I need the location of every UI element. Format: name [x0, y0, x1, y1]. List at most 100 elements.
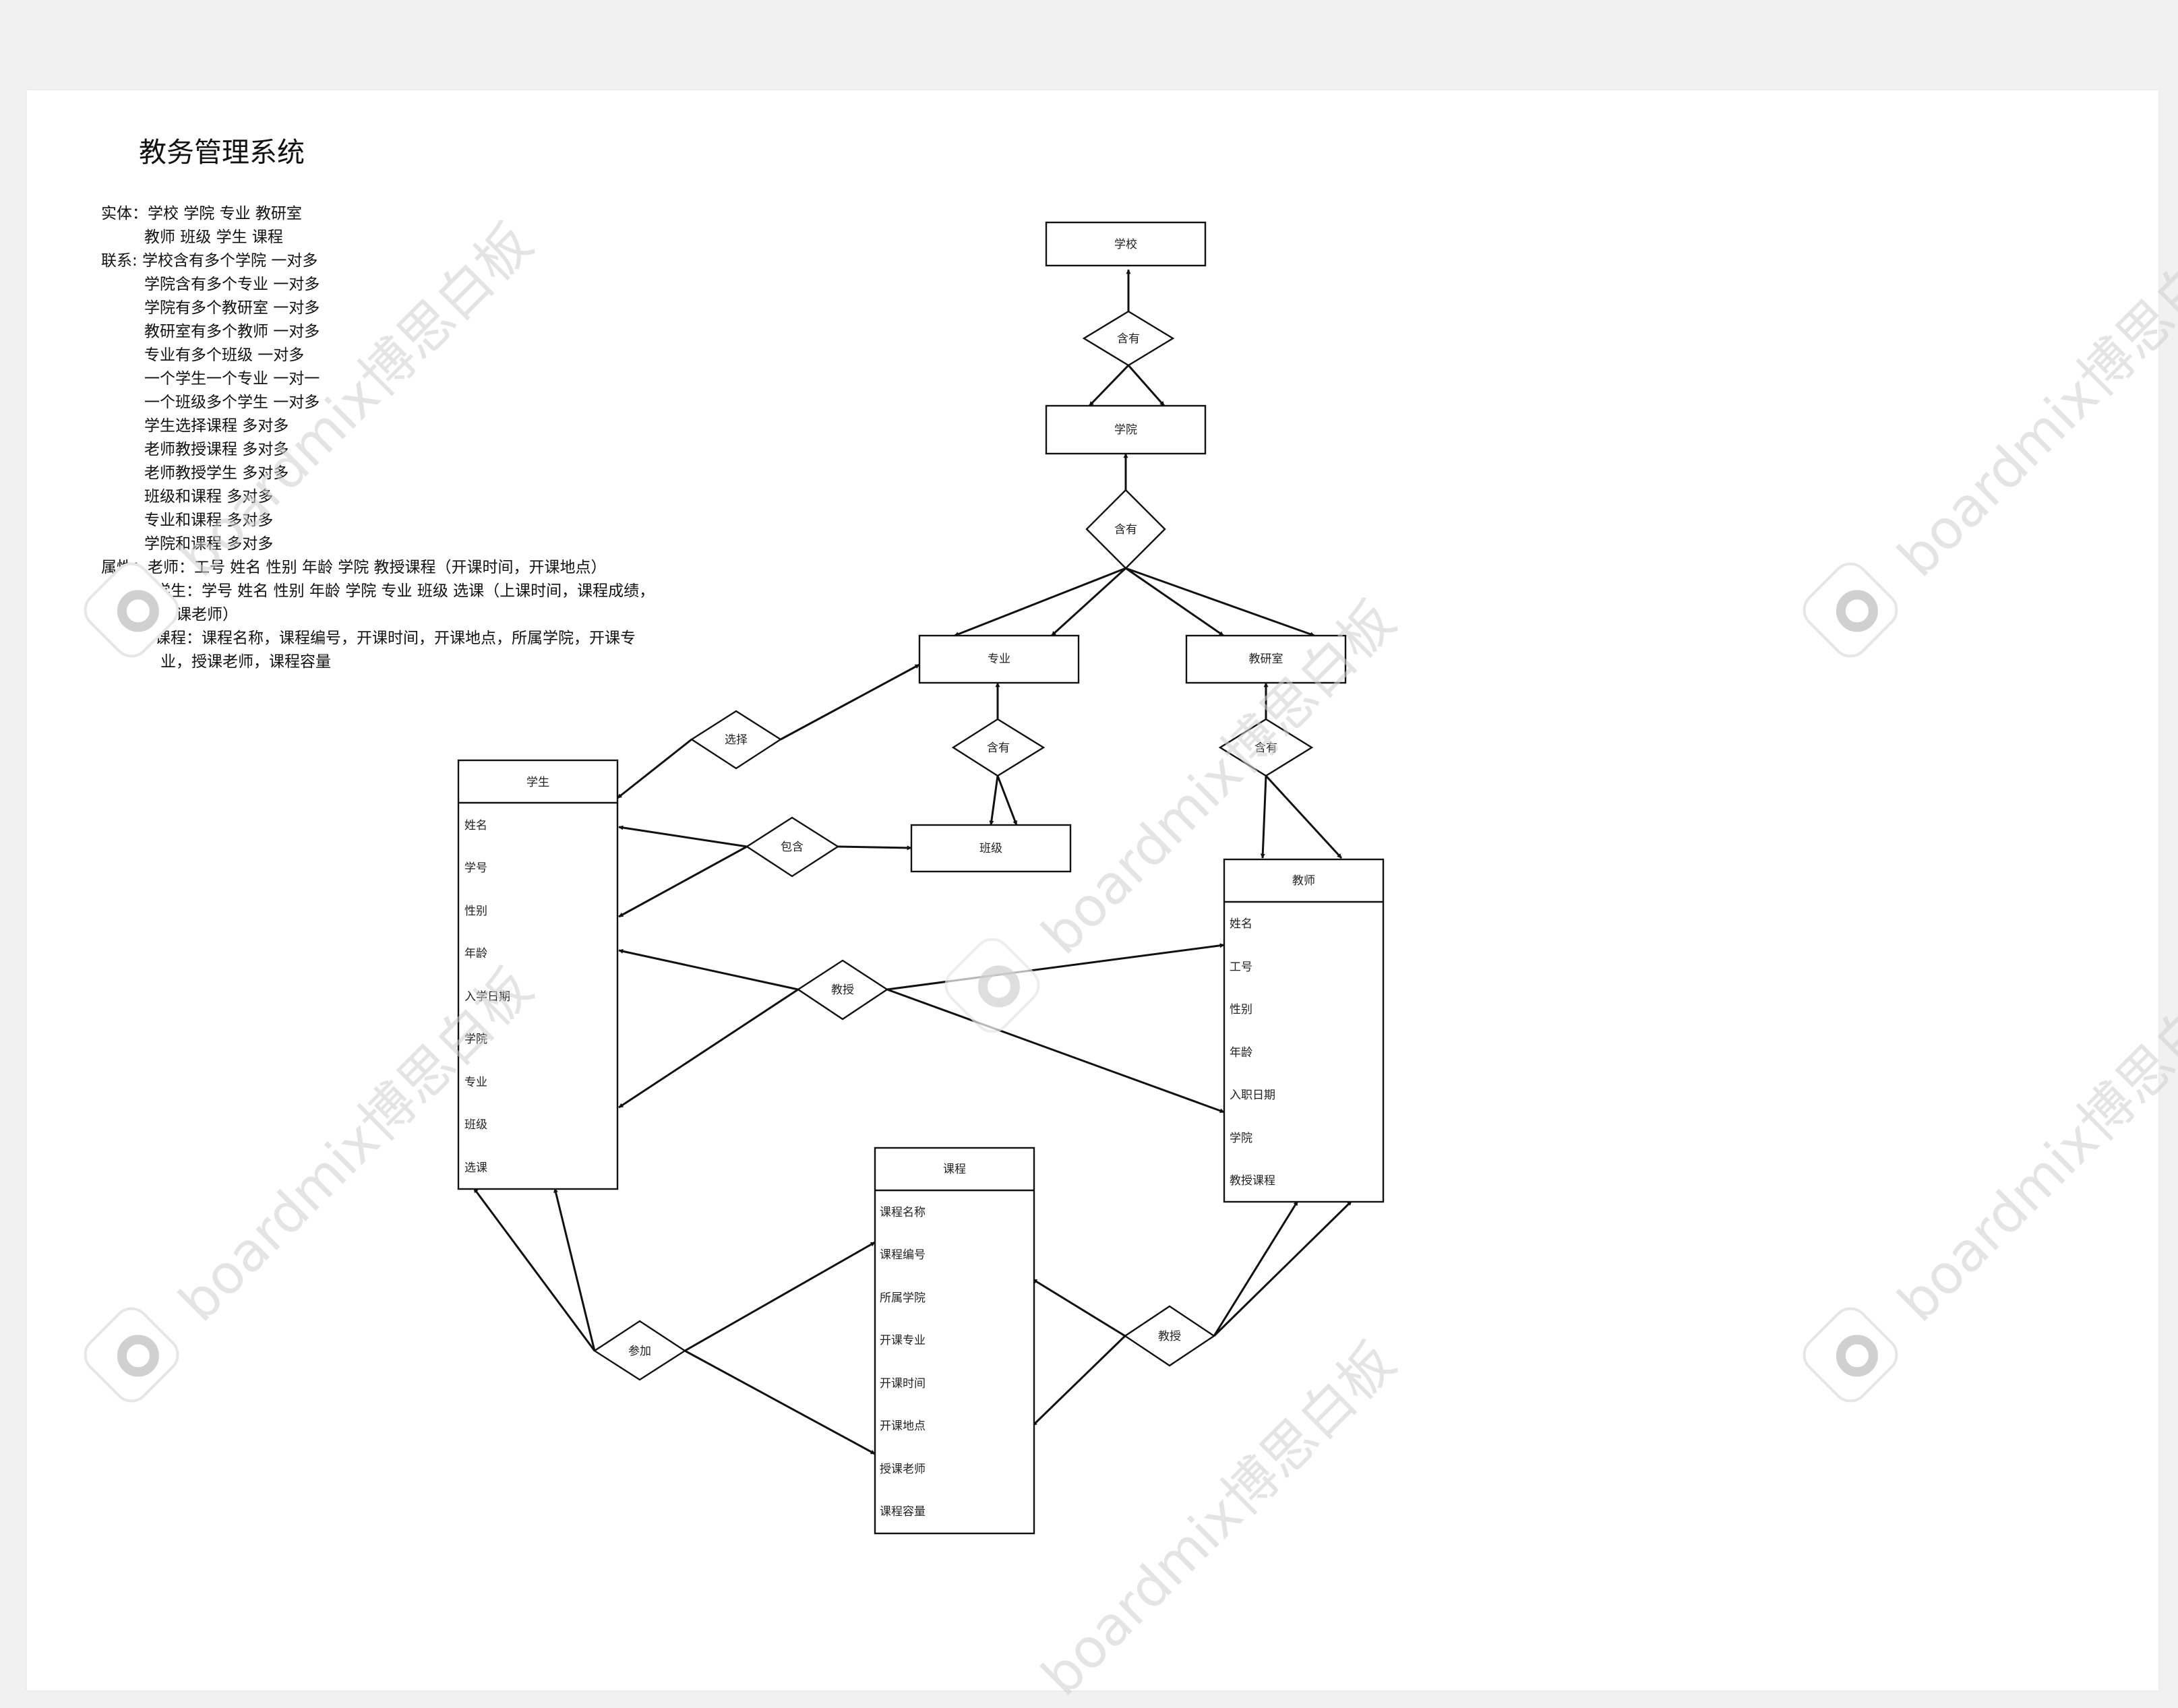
note-line: 联系: 学校含有多个学院 一对多 [101, 252, 318, 270]
note-line: 学院有多个教研室 一对多 [144, 299, 320, 317]
connector [684, 1349, 876, 1455]
entity-label: 学院 [1114, 423, 1137, 437]
watermark-text: boardmix博思白板 [1030, 1331, 1408, 1708]
attribute-label: 开课地点 [880, 1420, 926, 1433]
connector [886, 988, 1225, 1114]
attribute-label: 所属学院 [880, 1291, 926, 1305]
relation-teach-course[interactable]: 教授 [1123, 1305, 1216, 1367]
connector [473, 1188, 596, 1351]
relation-label: 参加 [628, 1345, 651, 1358]
relation-label: 含有 [1114, 523, 1137, 537]
watermark-text: boardmix博思白板 [1886, 212, 2178, 589]
connector [1088, 364, 1130, 407]
note-line: 教师 班级 学生 课程 [144, 228, 283, 246]
relation-label: 选择 [725, 733, 748, 747]
entity-label: 学校 [1114, 238, 1137, 251]
entity-label: 学生 [526, 776, 549, 789]
note-line: 老师教授学生 多对多 [144, 464, 289, 482]
attribute-label: 性别 [1230, 1003, 1252, 1016]
attribute-label: 入职日期 [1230, 1089, 1275, 1102]
entity-label: 教师 [1292, 874, 1315, 888]
relation-school-college[interactable]: 含有 [1082, 310, 1175, 367]
connector [780, 663, 920, 741]
connector [618, 948, 799, 991]
connector [837, 845, 912, 851]
connector [1032, 1278, 1126, 1337]
attribute-label: 开课专业 [880, 1334, 926, 1347]
watermark-logo [1803, 1307, 1898, 1403]
connectors [473, 269, 1353, 1455]
connector [1050, 567, 1127, 637]
entity-class[interactable]: 班级 [910, 824, 1072, 873]
relation-attend[interactable]: 参加 [593, 1320, 687, 1381]
note-line: 业，授课老师，课程容量 [160, 653, 331, 671]
entity-label: 教研室 [1249, 652, 1283, 666]
attribute-label: 姓名 [464, 819, 487, 832]
note-line: 学院和课程 多对多 [144, 535, 274, 553]
relation-contain[interactable]: 包含 [745, 816, 840, 878]
entity-course[interactable]: 课程 课程名称 课程编号 所属学院 开课专业 开课时间 开课地点 授课老师 课程… [874, 1147, 1035, 1535]
relation-label: 包含 [781, 841, 804, 854]
note-line: 课程：课程名称，课程编号，开课时间，开课地点，所属学院，开课专 [155, 630, 636, 647]
connector [618, 988, 799, 1109]
attribute-label: 授课老师 [880, 1463, 926, 1476]
connector [989, 775, 999, 826]
attribute-label: 开课时间 [880, 1377, 926, 1391]
attribute-label: 选课 [464, 1161, 487, 1175]
entity-student[interactable]: 学生 姓名 学号 性别 年龄 入学日期 学院 专业 班级 选课 [457, 759, 619, 1190]
watermark-logo [84, 562, 179, 658]
attribute-label: 教授课程 [1230, 1174, 1275, 1188]
attribute-label: 课程名称 [880, 1206, 926, 1219]
relation-select[interactable]: 选择 [690, 710, 783, 770]
connector [617, 738, 692, 799]
connector [553, 1188, 596, 1351]
relation-office-teacher[interactable]: 含有 [1218, 718, 1314, 777]
watermark-text: boardmix博思白板 [167, 212, 545, 589]
entity-college[interactable]: 学院 [1045, 404, 1207, 455]
relation-label: 含有 [1117, 332, 1140, 346]
attribute-label: 专业 [464, 1076, 487, 1089]
connector [1127, 365, 1166, 406]
watermark-text: boardmix博思白板 [1886, 956, 2178, 1334]
attribute-label: 课程容量 [880, 1505, 926, 1519]
entity-label: 专业 [988, 652, 1010, 666]
attribute-label: 班级 [464, 1118, 487, 1132]
attribute-label: 工号 [1230, 960, 1252, 974]
relation-college-children[interactable]: 含有 [1085, 489, 1166, 570]
connector [684, 1241, 876, 1352]
attribute-label: 姓名 [1230, 917, 1252, 931]
attribute-label: 性别 [464, 905, 487, 918]
attribute-label: 课程编号 [880, 1248, 926, 1262]
attribute-label: 学号 [464, 861, 487, 875]
connector [618, 845, 748, 918]
note-line: 学生：学号 姓名 性别 年龄 学院 专业 班级 选课（上课时间，课程成绩， [155, 582, 655, 600]
watermark-logo [944, 938, 1040, 1033]
entity-office[interactable]: 教研室 [1185, 634, 1347, 684]
entity-major[interactable]: 专业 [918, 634, 1080, 684]
note-line: 属性：老师：工号 姓名 性别 年龄 学院 教授课程（开课时间，开课地点） [101, 559, 607, 576]
connector [1213, 1200, 1299, 1337]
attribute-label: 年龄 [1230, 1046, 1252, 1060]
attribute-label: 学院 [1230, 1132, 1252, 1145]
relation-label: 教授 [831, 983, 854, 997]
connector [1265, 774, 1343, 859]
note-line: 教研室有多个教师 一对多 [144, 323, 320, 340]
note-line: 专业和课程 多对多 [144, 512, 274, 529]
attribute-label: 入学日期 [464, 990, 510, 1004]
entity-teacher[interactable]: 教师 姓名 工号 性别 年龄 入职日期 学院 教授课程 [1223, 858, 1385, 1203]
relation-teach-students[interactable]: 教授 [796, 959, 889, 1020]
connector [1213, 1200, 1353, 1337]
relation-label: 含有 [1254, 741, 1277, 755]
entity-school[interactable]: 学校 [1045, 221, 1207, 267]
note-line: 老师教授课程 多对多 [144, 441, 289, 458]
relation-label: 教授 [1158, 1330, 1181, 1343]
watermark-logo [1803, 562, 1898, 658]
attribute-label: 学院 [464, 1033, 487, 1046]
relation-major-class[interactable]: 含有 [951, 718, 1046, 777]
watermark-logo [84, 1307, 179, 1403]
note-line: 学生选择课程 多对多 [144, 417, 289, 435]
connector [996, 775, 1018, 826]
entity-label: 课程 [943, 1163, 966, 1176]
note-line: 一个学生一个专业 一对一 [144, 370, 320, 388]
